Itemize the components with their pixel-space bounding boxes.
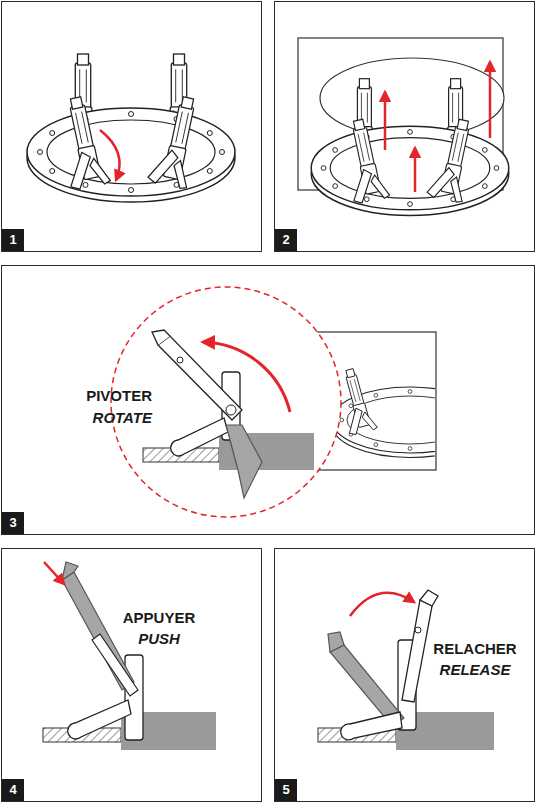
step-panel: 1: [1, 1, 262, 252]
panel-1-illustration: [53, 94, 111, 191]
clamp-arm: [402, 600, 432, 702]
panel-3-illustration: [111, 287, 488, 517]
panel-5-illustration: [328, 632, 344, 652]
step-number: 2: [275, 229, 297, 251]
lift-arrow: [384, 92, 387, 150]
panel-5-illustration: [420, 590, 438, 606]
panel-4-illustration: [62, 562, 78, 580]
step-number: 4: [2, 779, 24, 801]
panel-3-illustration: [332, 387, 435, 458]
panel-1-illustration: [147, 93, 205, 190]
clamp-arm: [158, 336, 242, 420]
instruction-label: PIVOTER: [57, 387, 152, 405]
panel-2-illustration: [311, 79, 509, 216]
clamp-arm: [92, 634, 138, 696]
instruction-label: RELEASE: [423, 661, 527, 679]
step-number: 5: [275, 779, 297, 801]
instruction-label: PUSH: [117, 630, 201, 648]
instruction-label: ROTATE: [57, 409, 152, 427]
panel-1-illustration: [27, 54, 235, 202]
panel-4-illustration: [43, 562, 216, 750]
step-panel: RELACHER RELEASE 5: [274, 548, 535, 802]
panel-1-illustration: [27, 108, 235, 202]
step-panel: PIVOTER ROTATE 3: [1, 265, 535, 535]
panel-3-illustration: [177, 357, 183, 363]
panel-2-illustration: [311, 126, 509, 215]
step-number: 1: [2, 229, 24, 251]
rotation-arrow: [100, 130, 120, 180]
panel-5-illustration: [415, 627, 421, 633]
step-panel: APPUYER PUSH 4: [1, 548, 262, 802]
clamp-loop: [68, 700, 131, 739]
clamp-body: [125, 655, 143, 740]
panel-3-illustration: [332, 366, 435, 457]
lift-arrow: [489, 62, 492, 138]
panel-3-illustration: [332, 366, 435, 457]
panel-2-illustration: [426, 116, 478, 203]
instruction-label: APPUYER: [117, 609, 201, 627]
instruction-label: RELACHER: [423, 640, 527, 658]
lift-arrow: [414, 148, 417, 192]
panel-2-illustration: [338, 117, 390, 204]
release-arrow: [350, 593, 414, 616]
panel-3-illustration: [152, 330, 170, 345]
push-arrow: [44, 562, 64, 584]
clamp-loop: [341, 712, 402, 740]
clamp-jaw: [226, 425, 262, 498]
rotation-arrow: [203, 342, 290, 412]
step-number: 3: [2, 512, 24, 534]
panel-3-illustration: [226, 405, 236, 415]
step-panel: 2: [274, 1, 535, 252]
panel-2-illustration: [298, 38, 509, 216]
clamp-loop: [171, 418, 228, 456]
